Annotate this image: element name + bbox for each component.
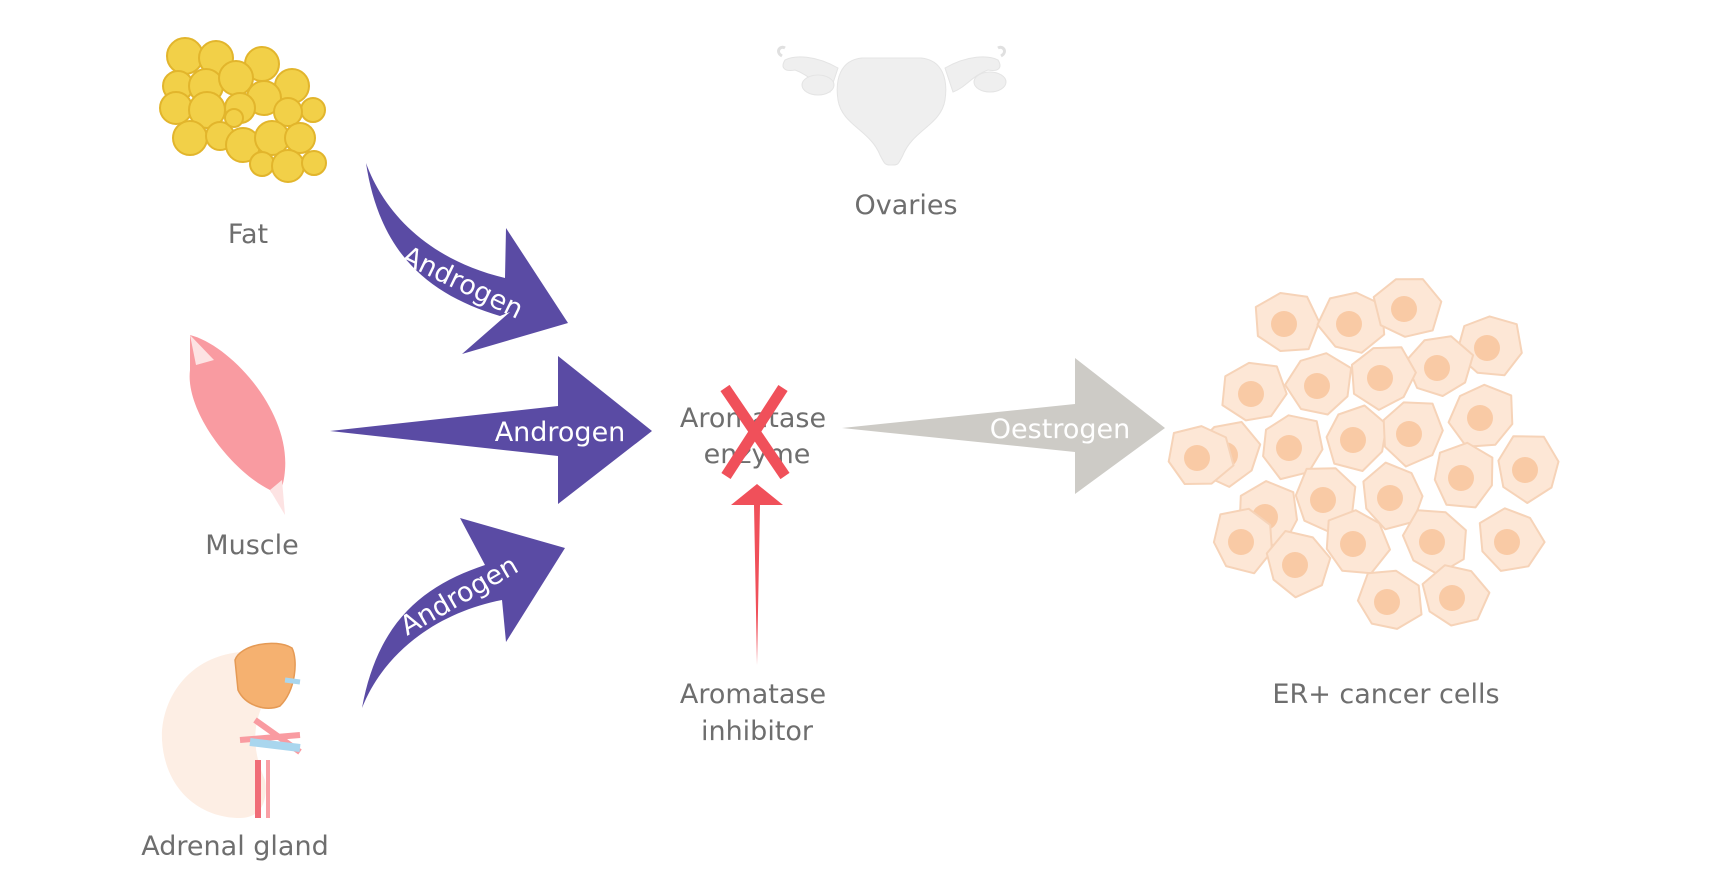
- androgen-arrow-top: Androgen: [366, 163, 568, 354]
- oestrogen-arrow: Oestrogen: [842, 358, 1165, 494]
- androgen-arrow-bottom: Androgen: [362, 518, 565, 708]
- cell-nucleus: [1340, 531, 1366, 557]
- fat-icon: [159, 37, 327, 183]
- cell-nucleus: [1310, 487, 1336, 513]
- inhibitor-label-line1: Aromatase: [680, 679, 826, 710]
- cell-nucleus: [1474, 335, 1500, 361]
- cell-nucleus: [1377, 485, 1403, 511]
- androgen-arrow-middle: Androgen: [330, 356, 652, 504]
- inhibitor-arrow: [731, 484, 783, 665]
- cell-nucleus: [1391, 296, 1417, 322]
- muscle-label: Muscle: [205, 530, 298, 561]
- cell-nucleus: [1276, 435, 1302, 461]
- cell-nucleus: [1336, 311, 1362, 337]
- cancer-cells-label: ER+ cancer cells: [1272, 679, 1499, 710]
- cell-nucleus: [1467, 405, 1493, 431]
- ovaries-label: Ovaries: [854, 190, 957, 221]
- cell-nucleus: [1367, 365, 1393, 391]
- cell-nucleus: [1184, 445, 1210, 471]
- cell-nucleus: [1396, 421, 1422, 447]
- ovaries-icon: [777, 45, 1007, 166]
- cell-nucleus: [1419, 529, 1445, 555]
- cell-nucleus: [1374, 589, 1400, 615]
- cell-nucleus: [1228, 529, 1254, 555]
- blocked-cross-icon: [720, 384, 790, 480]
- cell-nucleus: [1448, 465, 1474, 491]
- fat-label: Fat: [228, 219, 268, 250]
- cancer-cells-icon: [1167, 278, 1560, 630]
- androgen-label-middle: Androgen: [495, 417, 626, 448]
- cell-nucleus: [1304, 373, 1330, 399]
- muscle-icon: [189, 335, 286, 515]
- cell-nucleus: [1340, 427, 1366, 453]
- cell-nucleus: [1271, 311, 1297, 337]
- adrenal-gland-icon: [161, 642, 302, 818]
- cell-nucleus: [1424, 355, 1450, 381]
- cell-nucleus: [1282, 552, 1308, 578]
- inhibitor-label-line2: inhibitor: [701, 716, 814, 747]
- cell-nucleus: [1494, 529, 1520, 555]
- adrenal-gland-label: Adrenal gland: [141, 831, 328, 862]
- oestrogen-label: Oestrogen: [990, 414, 1130, 445]
- cell-nucleus: [1439, 585, 1465, 611]
- cell-nucleus: [1512, 457, 1538, 483]
- cell-nucleus: [1238, 381, 1264, 407]
